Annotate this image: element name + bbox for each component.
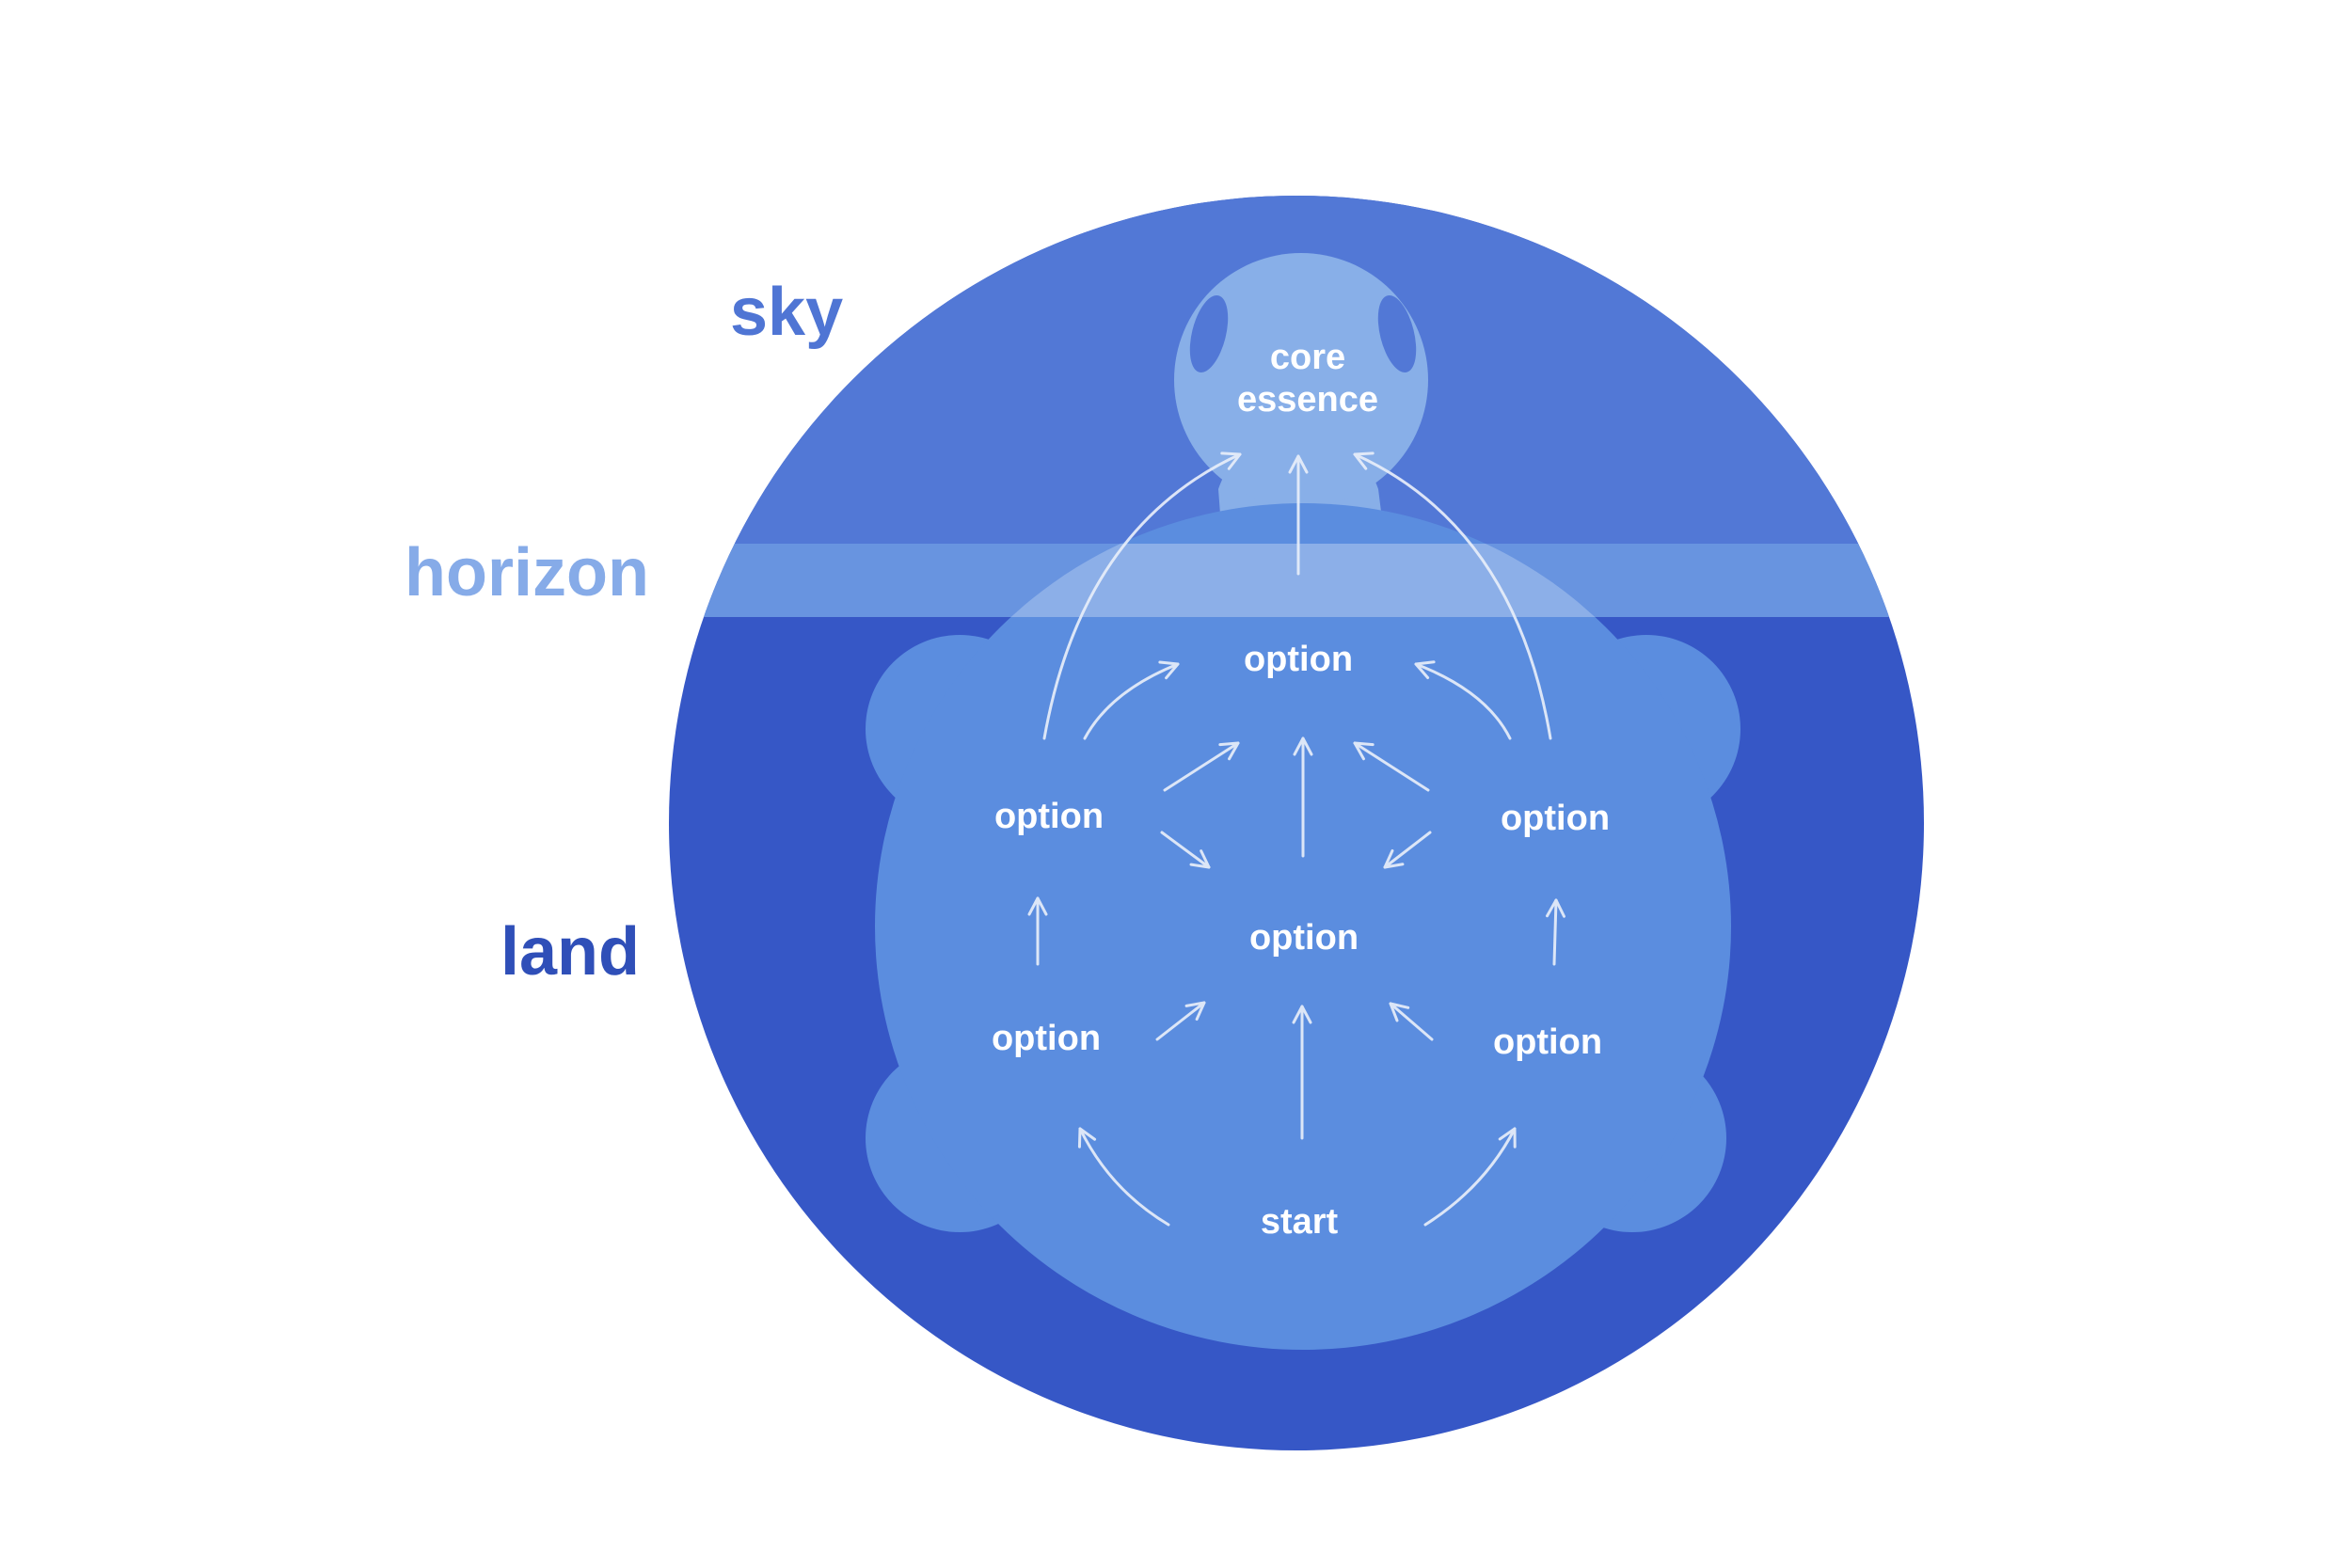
- zone-label-horizon: horizon: [405, 539, 649, 607]
- node-core-line1: core: [1270, 338, 1345, 377]
- node-option-center: option: [1249, 918, 1359, 958]
- node-option-top: option: [1244, 640, 1353, 679]
- arrow-lower-right-to-upper-right: [1554, 900, 1556, 964]
- node-option-lower-right: option: [1493, 1022, 1602, 1062]
- zone-label-land: land: [501, 918, 640, 986]
- node-option-upper-left: option: [994, 797, 1104, 836]
- node-option-upper-right: option: [1501, 799, 1610, 838]
- zone-label-sky: sky: [730, 278, 843, 346]
- node-core-line2: essence: [1237, 380, 1378, 420]
- node-option-lower-left: option: [992, 1019, 1101, 1058]
- node-start: start: [1261, 1202, 1339, 1242]
